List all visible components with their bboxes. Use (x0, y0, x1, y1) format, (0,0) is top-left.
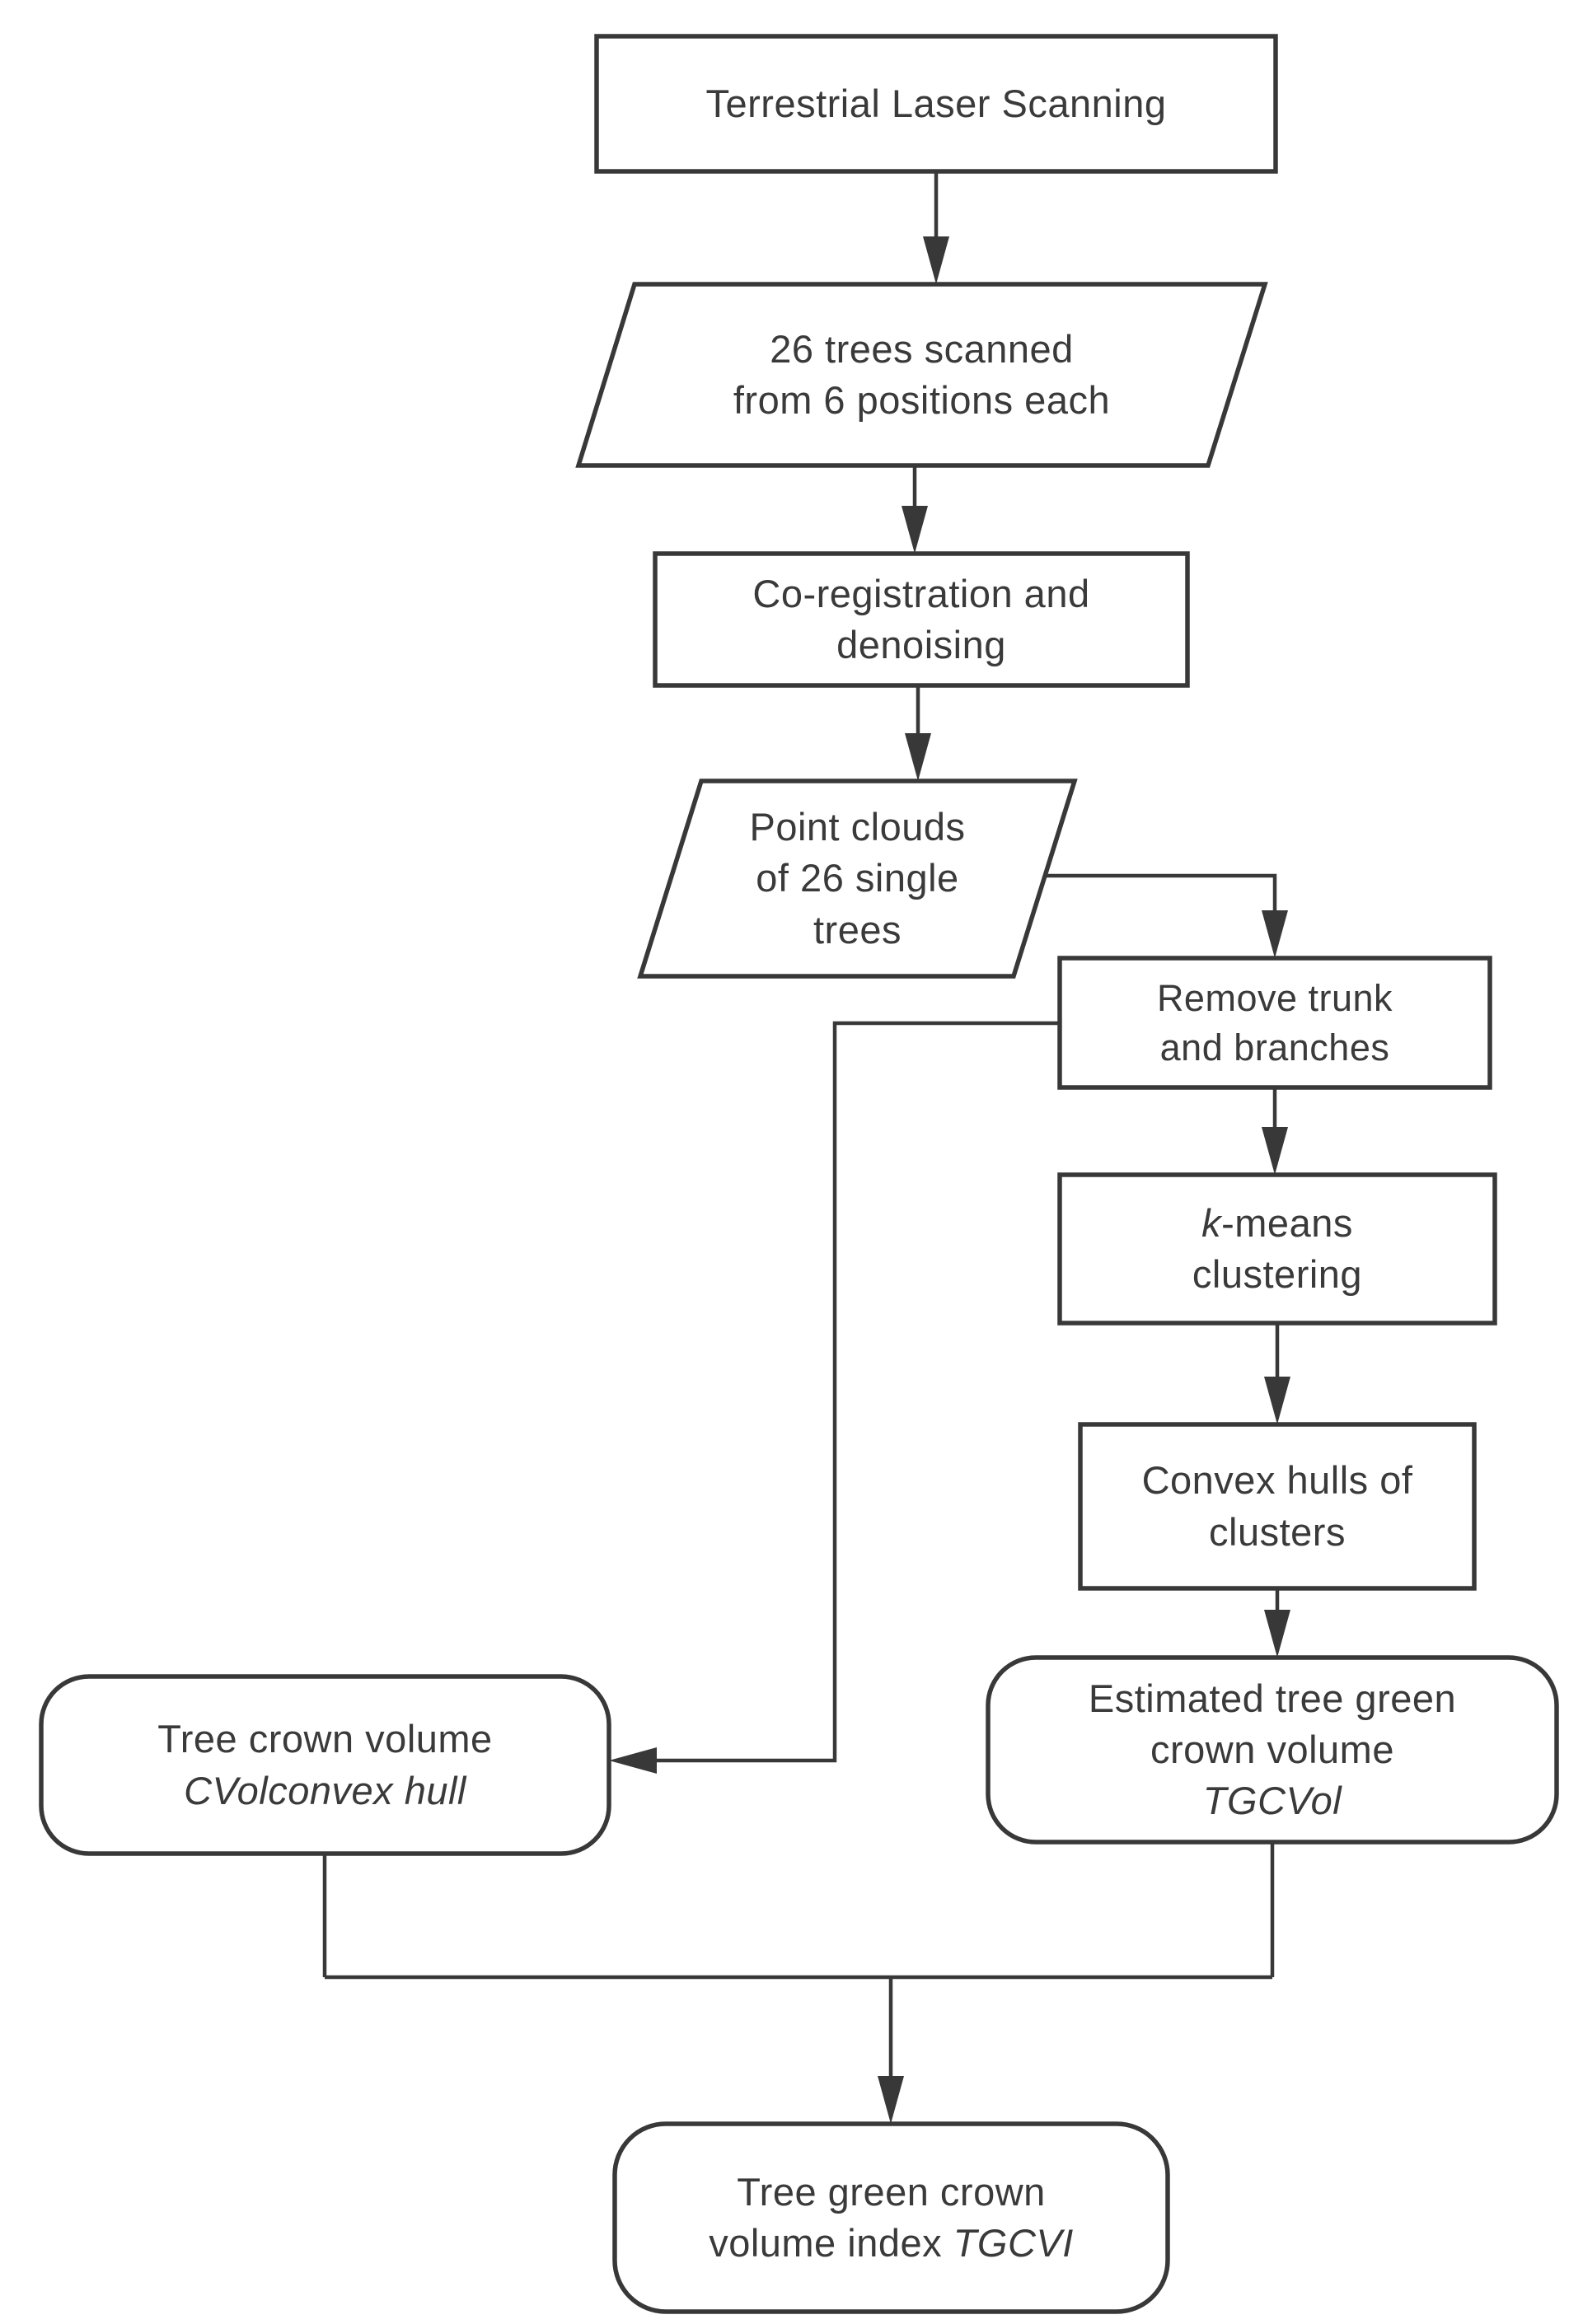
arrow-remove-to-cvol-line (654, 1021, 1060, 1763)
tree-crown-volume-terminal (39, 1674, 611, 1856)
arrowhead-kmeans-to-convex (1264, 1377, 1290, 1424)
arrowhead-pointclouds-to-remove (1262, 910, 1288, 958)
arrowhead-remove-to-cvol (609, 1747, 657, 1774)
estimated-green-crown-volume-terminal (986, 1655, 1559, 1845)
arrow-pointclouds-to-remove-line (1045, 873, 1277, 913)
co-registration-box (653, 551, 1190, 688)
remove-trunk-box (1057, 956, 1492, 1090)
arrowhead-coreg-to-pointclouds (905, 733, 931, 781)
trees-scanned-parallelogram (575, 282, 1268, 468)
arrowhead-merge-to-tgcvi (878, 2076, 904, 2124)
point-clouds-parallelogram (637, 779, 1078, 979)
arrowhead-scanned-to-coreg (902, 506, 928, 554)
arrowhead-tls-to-scanned (923, 236, 949, 284)
kmeans-clustering-box (1057, 1172, 1497, 1326)
terrestrial-laser-scanning-box (594, 34, 1278, 174)
convex-hulls-box (1078, 1422, 1477, 1591)
tree-green-crown-volume-index-terminal (612, 2121, 1170, 2314)
arrowhead-convex-to-tgcvol (1264, 1610, 1290, 1658)
arrowhead-remove-to-kmeans (1262, 1127, 1288, 1175)
